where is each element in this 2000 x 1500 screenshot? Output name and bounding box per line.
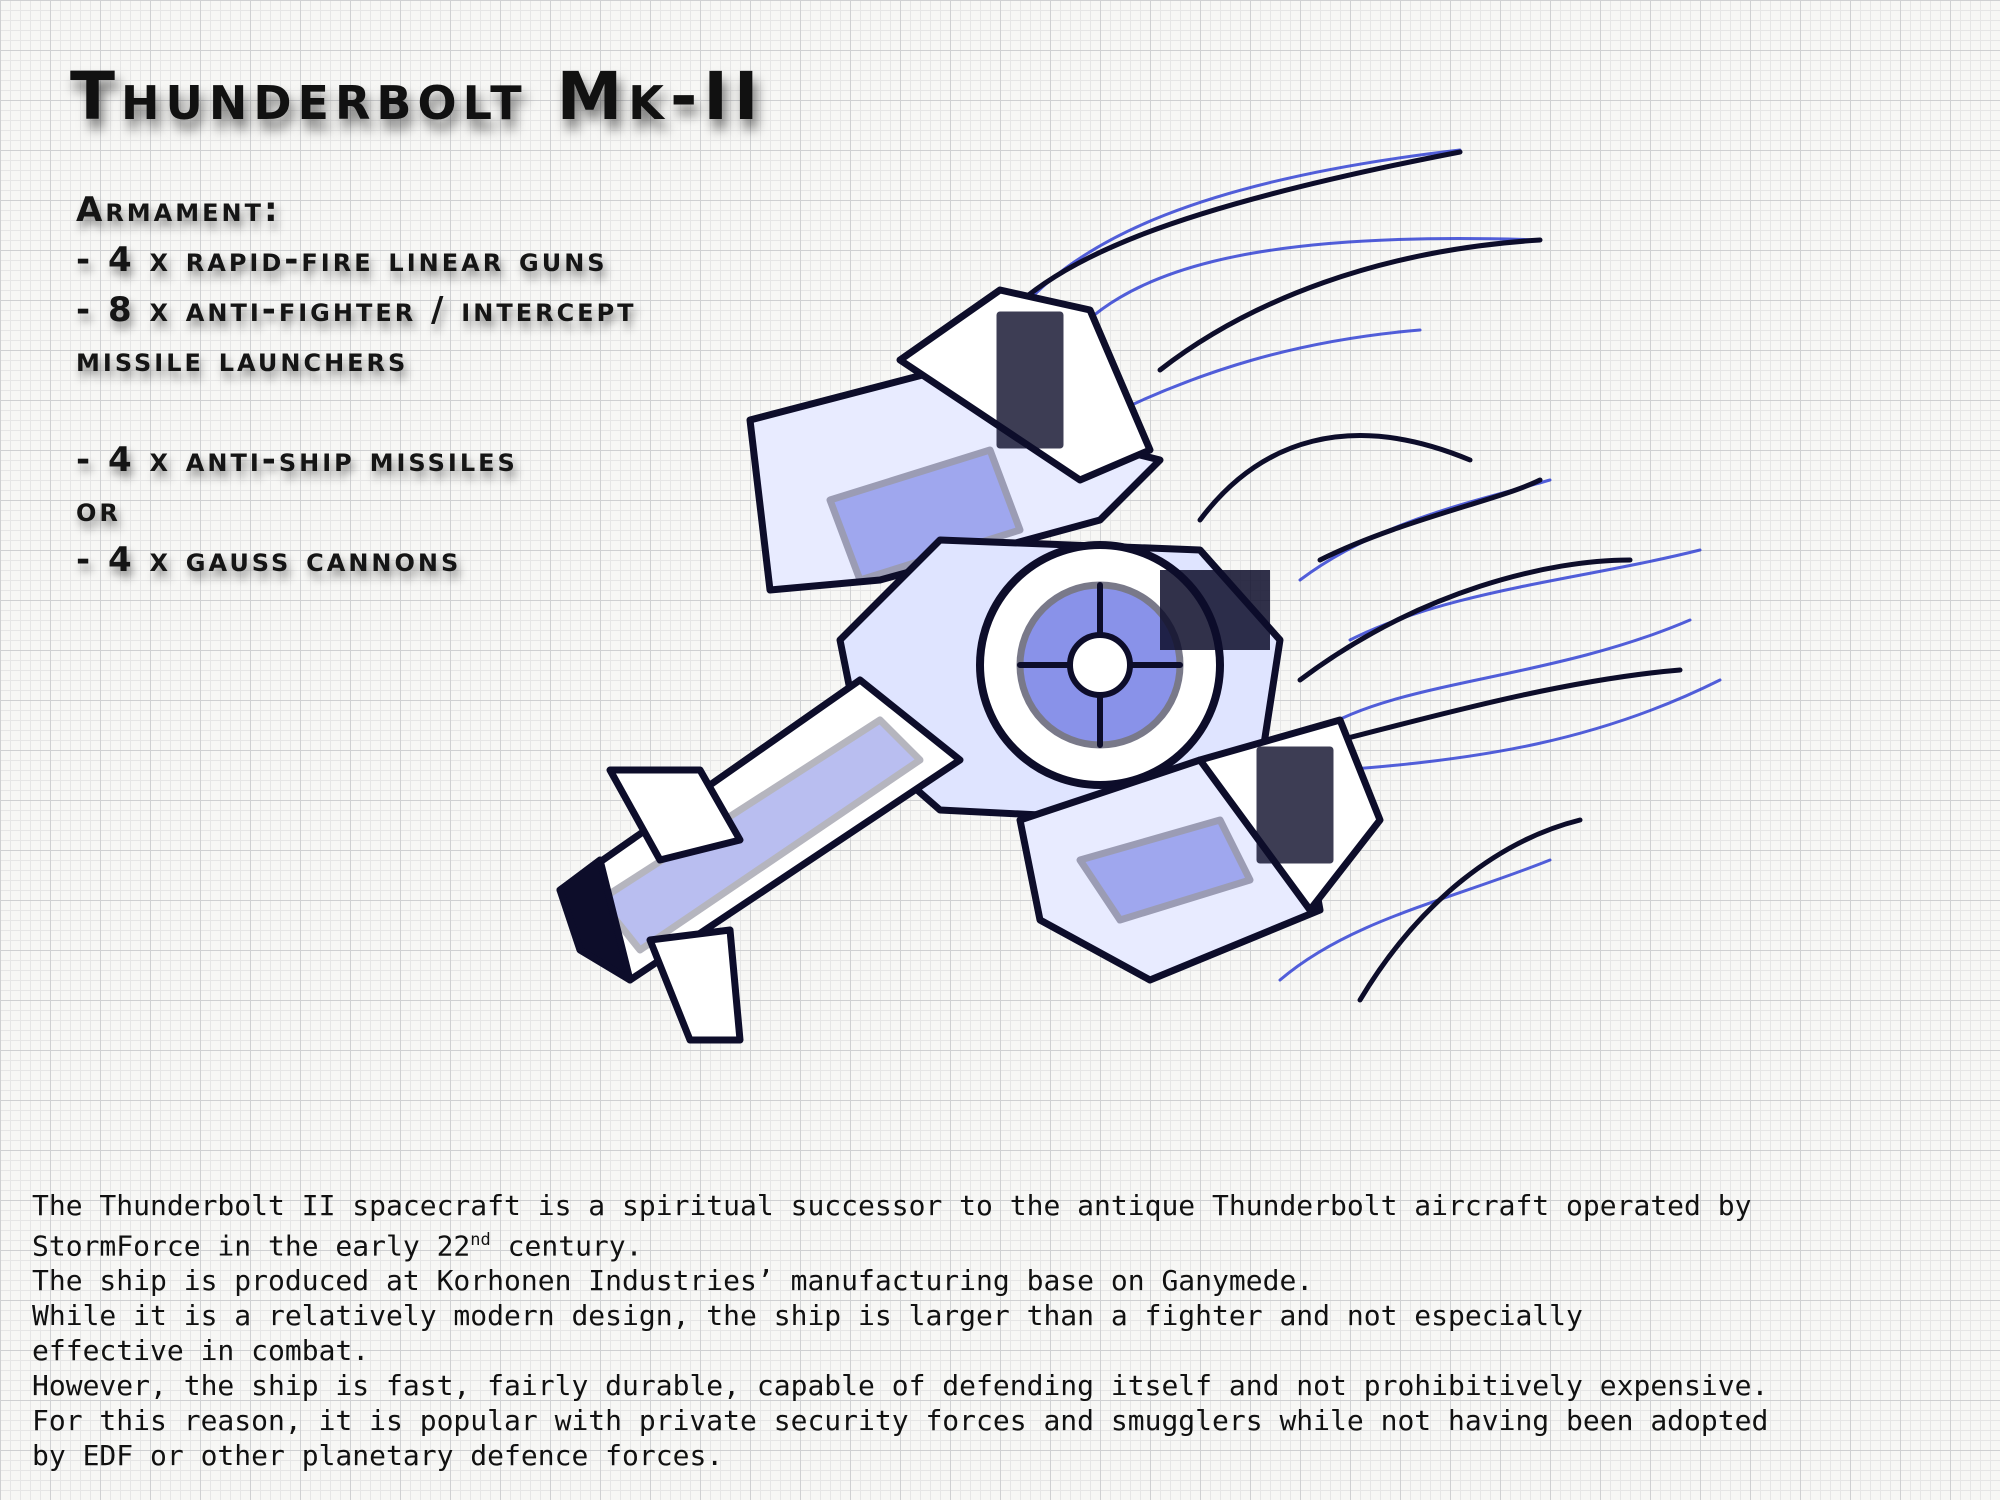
description-line: The Thunderbolt II spacecraft is a spiri… <box>32 1189 1752 1222</box>
lower-engine-pod <box>1016 716 1384 984</box>
fuselage <box>556 676 964 984</box>
armament-line: or <box>76 490 121 530</box>
armament-line: missile launchers <box>76 340 409 380</box>
description-line: StormForce in the early 22nd century. <box>32 1223 1962 1263</box>
description-line: For this reason, it is popular with priv… <box>32 1404 1769 1438</box>
armament-line: - 4 x anti-ship missiles <box>76 440 518 480</box>
description-line: effective in combat. <box>32 1334 370 1368</box>
page-title: Thunderbolt Mk-II <box>70 58 765 135</box>
armament-line: - 8 x anti-fighter / intercept <box>76 290 637 330</box>
armament-line: - 4 x gauss cannons <box>76 540 462 580</box>
tail-fins <box>606 766 744 1044</box>
description-line: While it is a relatively modern design, … <box>32 1299 1583 1333</box>
description-line: The ship is produced at Korhonen Industr… <box>32 1264 1314 1298</box>
ordinal-superscript: nd <box>470 1230 491 1250</box>
upper-engine-pod <box>746 286 1164 594</box>
spaceship-sketch <box>556 148 1722 1044</box>
description-text: The Thunderbolt II spacecraft is a spiri… <box>32 1188 1962 1473</box>
armament-list: Armament: - 4 x rapid-fire linear guns -… <box>76 185 637 585</box>
description-text-span: StormForce in the early 22 <box>32 1229 471 1263</box>
armament-heading: Armament: <box>76 190 281 230</box>
armament-line: - 4 x rapid-fire linear guns <box>76 240 608 280</box>
description-text-span: century. <box>490 1229 643 1263</box>
description-line: However, the ship is fast, fairly durabl… <box>32 1369 1769 1403</box>
description-line: by EDF or other planetary defence forces… <box>32 1439 724 1473</box>
